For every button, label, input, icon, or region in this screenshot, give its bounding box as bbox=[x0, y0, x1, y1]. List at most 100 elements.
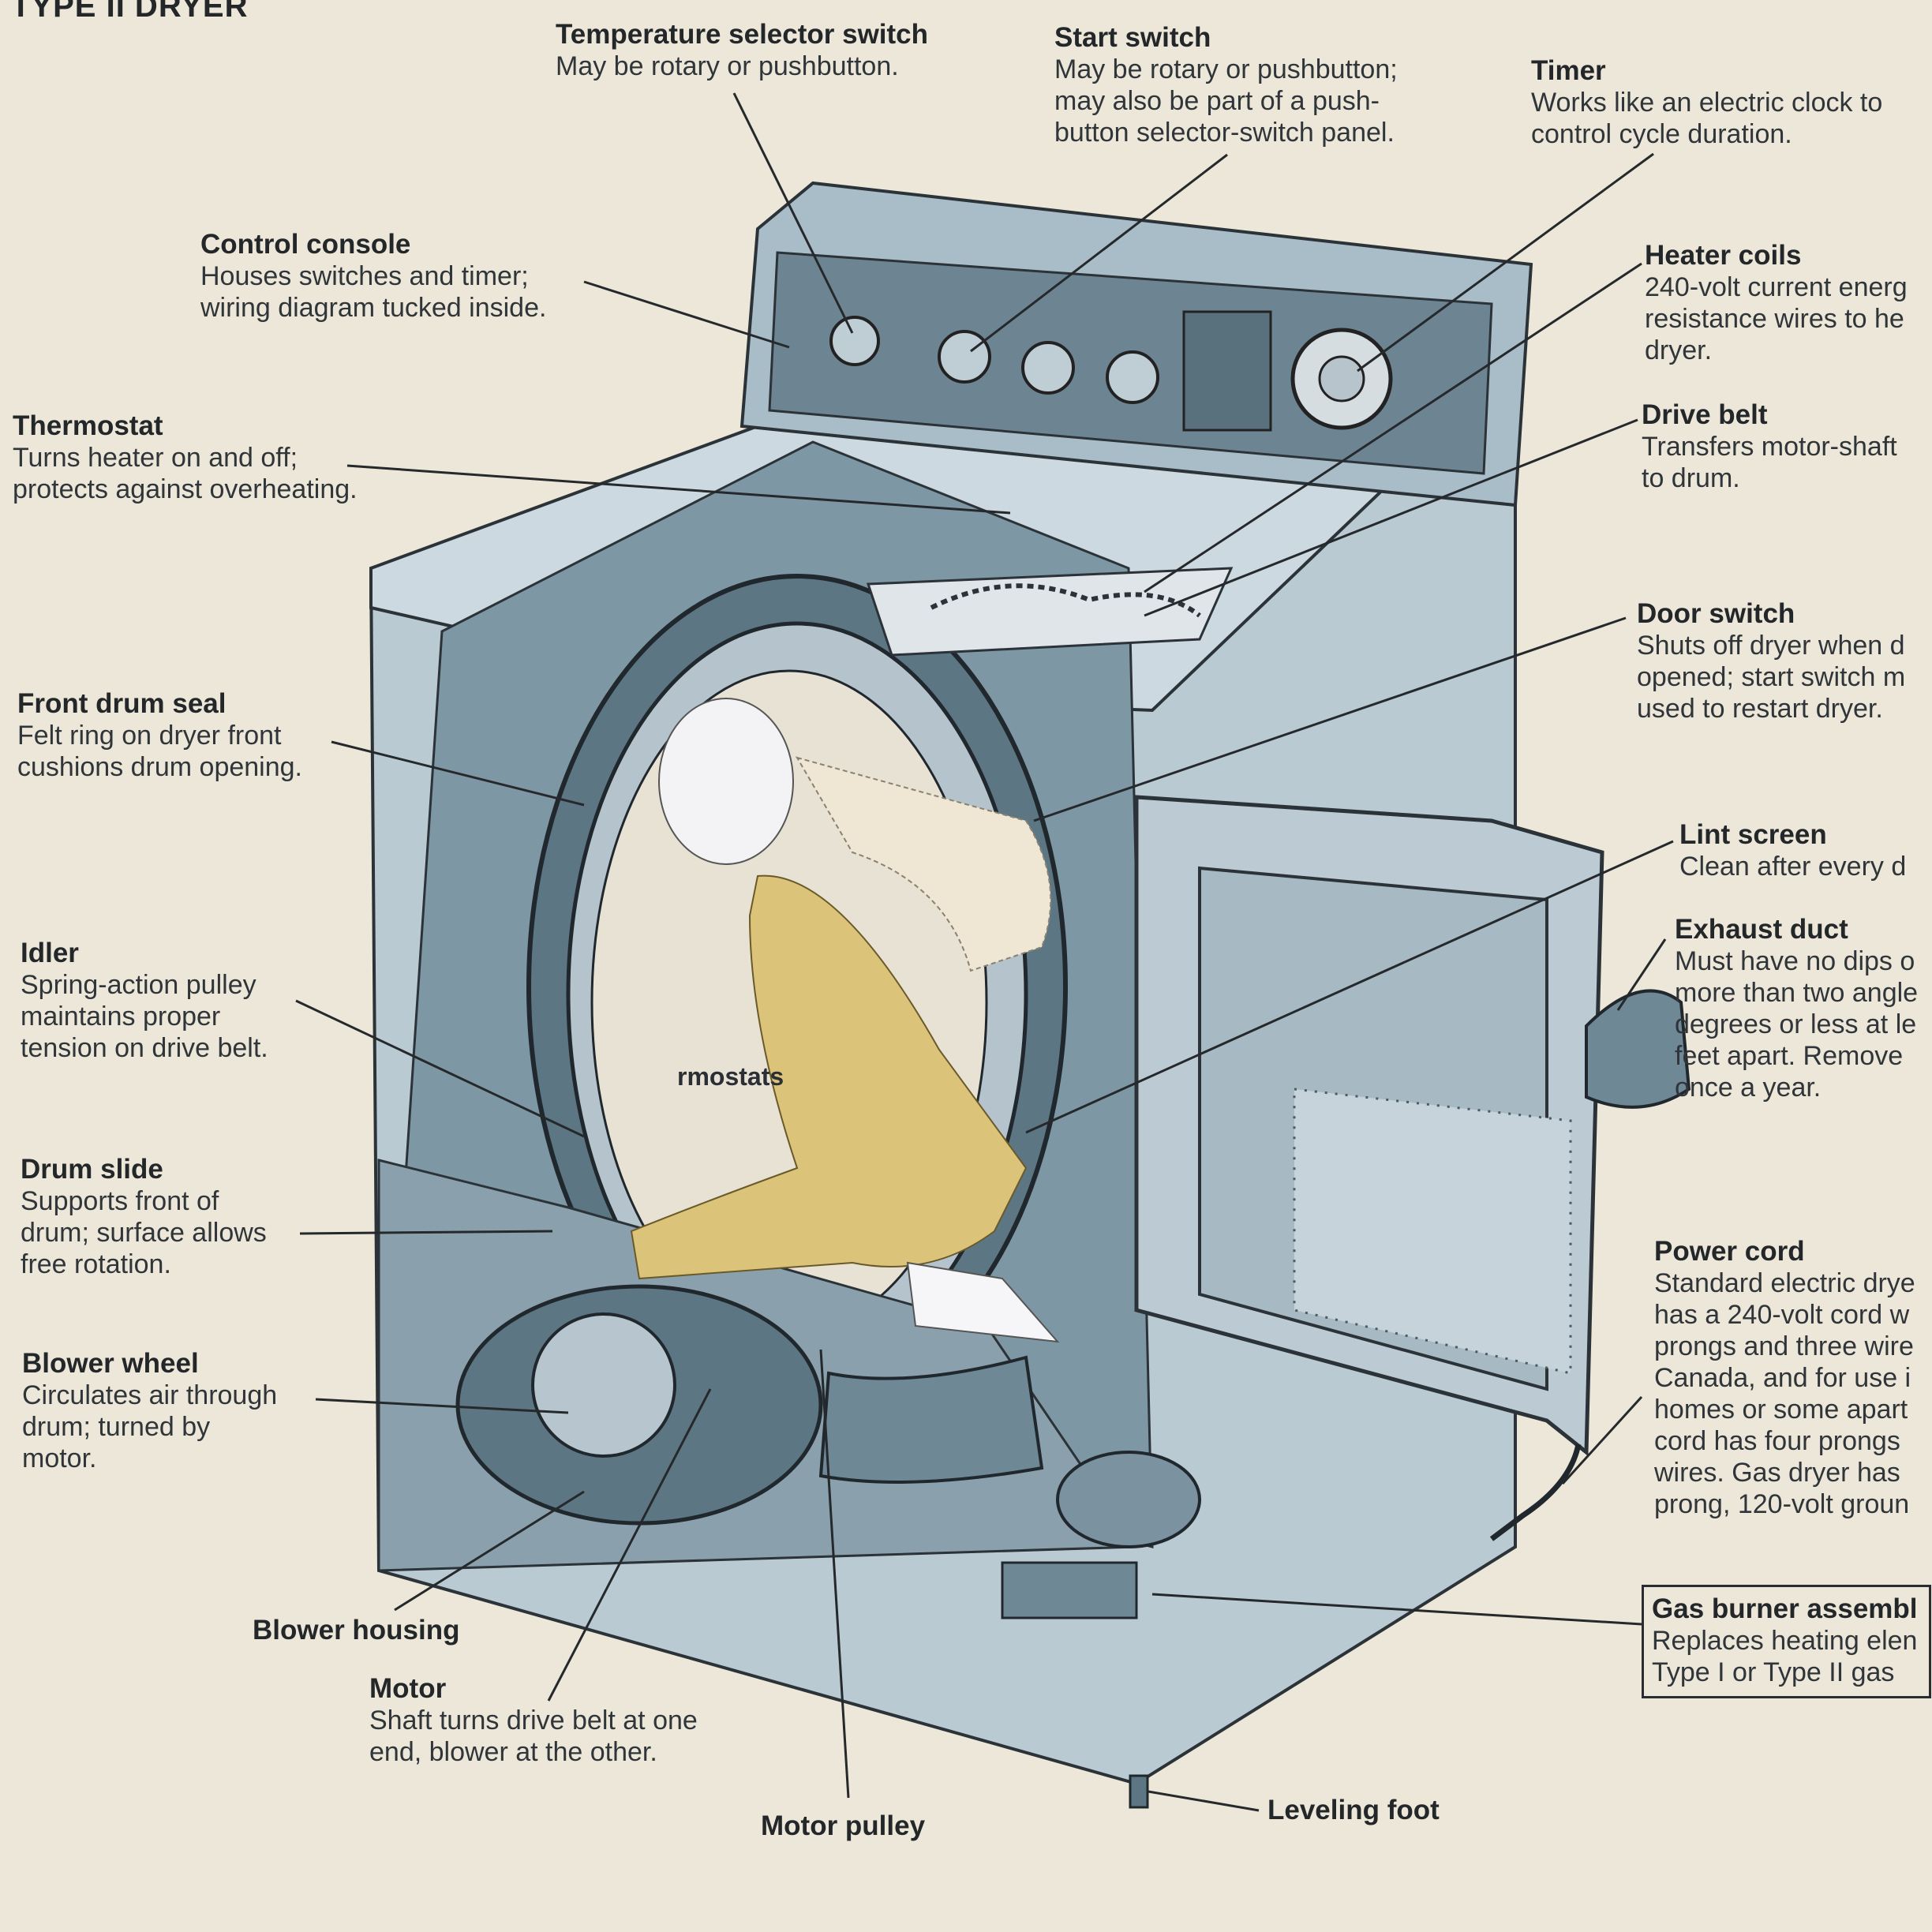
label-desc: protects against overheating. bbox=[13, 474, 358, 504]
label-desc: end, blower at the other. bbox=[369, 1737, 657, 1767]
gas-burner-shape bbox=[1056, 1451, 1201, 1548]
label-title: Temperature selector switch bbox=[556, 19, 929, 50]
label-title: Gas burner assembl bbox=[1652, 1593, 1918, 1624]
label-power-cord: Power cord Standard electric drye has a … bbox=[1654, 1236, 1915, 1520]
figure-suit bbox=[630, 874, 1028, 1280]
label-desc: Shuts off dryer when d bbox=[1637, 631, 1905, 661]
label-desc: control cycle duration. bbox=[1531, 119, 1792, 149]
label-title: Blower wheel bbox=[22, 1348, 199, 1379]
motor-body bbox=[818, 1355, 1044, 1484]
label-desc: dryer. bbox=[1645, 335, 1713, 365]
start-pushbutton-panel bbox=[1182, 310, 1272, 432]
label-motor-pulley: Motor pulley bbox=[761, 1810, 925, 1842]
timer-dial-center bbox=[1318, 355, 1365, 402]
power-cord-shape bbox=[1489, 1443, 1582, 1541]
gas-valve bbox=[1001, 1561, 1138, 1619]
console-knob-3 bbox=[1021, 341, 1075, 395]
label-title: Idler bbox=[21, 938, 79, 968]
label-heater-coils: Heater coils 240-volt current energ resi… bbox=[1645, 240, 1908, 366]
label-title: Motor pulley bbox=[761, 1810, 926, 1841]
figure-head bbox=[658, 698, 794, 865]
label-desc: Turns heater on and off; bbox=[13, 443, 298, 473]
label-desc: Supports front of bbox=[21, 1186, 219, 1216]
label-desc: Transfers motor-shaft bbox=[1642, 432, 1897, 462]
label-idler: Idler Spring-action pulley maintains pro… bbox=[21, 938, 268, 1064]
temperature-knob bbox=[829, 316, 880, 366]
label-desc: May be rotary or pushbutton. bbox=[556, 51, 899, 81]
label-desc: maintains proper bbox=[21, 1002, 221, 1032]
thermostats-overlay-text: rmostats bbox=[677, 1062, 784, 1091]
label-gas-burner-assembly: Gas burner assembl Replaces heating elen… bbox=[1642, 1585, 1931, 1698]
label-drum-slide: Drum slide Supports front of drum; surfa… bbox=[21, 1154, 267, 1280]
label-desc: has a 240-volt cord w bbox=[1654, 1300, 1910, 1330]
label-control-console: Control console Houses switches and time… bbox=[200, 229, 546, 324]
label-door-switch: Door switch Shuts off dryer when d opene… bbox=[1637, 598, 1905, 724]
console-knob-4 bbox=[1106, 350, 1159, 404]
label-thermostat: Thermostat Turns heater on and off; prot… bbox=[13, 410, 358, 505]
label-desc: Must have no dips o bbox=[1675, 946, 1915, 976]
label-desc: degrees or less at le bbox=[1675, 1009, 1917, 1039]
start-knob bbox=[938, 330, 991, 384]
label-desc: Type I or Type II gas bbox=[1652, 1657, 1895, 1687]
blower-wheel-shape bbox=[531, 1312, 676, 1458]
label-desc: tension on drive belt. bbox=[21, 1033, 268, 1063]
label-title: Drive belt bbox=[1642, 399, 1768, 430]
label-start-switch: Start switch May be rotary or pushbutton… bbox=[1054, 22, 1398, 148]
lint-screen-grid bbox=[1293, 1088, 1572, 1375]
leader-lines bbox=[295, 92, 1674, 1812]
label-desc: May be rotary or pushbutton; bbox=[1054, 54, 1398, 84]
heater-housing bbox=[866, 567, 1234, 657]
label-motor: Motor Shaft turns drive belt at one end,… bbox=[369, 1673, 698, 1768]
label-title: Timer bbox=[1531, 55, 1606, 86]
label-blower-housing: Blower housing bbox=[253, 1615, 460, 1646]
label-desc: drum; surface allows bbox=[21, 1218, 267, 1248]
label-temperature-selector-switch: Temperature selector switch May be rotar… bbox=[556, 19, 928, 82]
label-desc: Standard electric drye bbox=[1654, 1268, 1915, 1298]
label-title: Thermostat bbox=[13, 410, 163, 441]
label-leveling-foot: Leveling foot bbox=[1267, 1795, 1440, 1826]
label-desc: Circulates air through bbox=[22, 1380, 278, 1410]
label-desc: wiring diagram tucked inside. bbox=[200, 293, 547, 323]
label-title: Front drum seal bbox=[17, 688, 227, 719]
label-desc: Canada, and for use i bbox=[1654, 1363, 1911, 1393]
label-title: Blower housing bbox=[253, 1615, 460, 1646]
label-desc: Houses switches and timer; bbox=[200, 261, 529, 291]
label-desc: free rotation. bbox=[21, 1249, 171, 1279]
label-desc: wires. Gas dryer has bbox=[1654, 1458, 1900, 1488]
label-desc: Shaft turns drive belt at one bbox=[369, 1705, 698, 1735]
label-desc: button selector-switch panel. bbox=[1054, 118, 1395, 148]
label-desc: motor. bbox=[22, 1443, 97, 1473]
figure-shoe bbox=[906, 1261, 1060, 1343]
page-heading: TYPE II DRYER bbox=[11, 0, 249, 24]
label-timer: Timer Works like an electric clock to co… bbox=[1531, 55, 1882, 150]
label-front-drum-seal: Front drum seal Felt ring on dryer front… bbox=[17, 688, 302, 783]
label-lint-screen: Lint screen Clean after every d bbox=[1679, 819, 1906, 882]
label-desc: homes or some apart bbox=[1654, 1395, 1908, 1425]
label-desc: used to restart dryer. bbox=[1637, 694, 1883, 724]
label-drive-belt: Drive belt Transfers motor-shaft to drum… bbox=[1642, 399, 1897, 494]
label-desc: may also be part of a push- bbox=[1054, 86, 1380, 116]
label-desc: opened; start switch m bbox=[1637, 662, 1906, 692]
heater-coil bbox=[930, 583, 1201, 618]
label-desc: 240-volt current energ bbox=[1645, 272, 1908, 302]
label-desc: cushions drum opening. bbox=[17, 752, 303, 782]
label-desc: drum; turned by bbox=[22, 1412, 211, 1442]
label-desc: Replaces heating elen bbox=[1652, 1626, 1918, 1656]
label-desc: Works like an electric clock to bbox=[1531, 88, 1883, 118]
label-desc: cord has four prongs bbox=[1654, 1426, 1900, 1456]
figure-felt bbox=[795, 756, 1052, 972]
label-title: Start switch bbox=[1054, 22, 1211, 53]
exhaust-duct bbox=[1585, 989, 1691, 1109]
label-title: Lint screen bbox=[1679, 819, 1827, 850]
label-desc: resistance wires to he bbox=[1645, 304, 1904, 334]
label-desc: Spring-action pulley bbox=[21, 970, 256, 1000]
label-desc: prongs and three wire bbox=[1654, 1331, 1914, 1361]
label-title: Motor bbox=[369, 1673, 447, 1704]
label-title: Drum slide bbox=[21, 1154, 163, 1185]
label-desc: to drum. bbox=[1642, 463, 1740, 493]
label-desc: more than two angle bbox=[1675, 978, 1919, 1008]
label-title: Control console bbox=[200, 229, 411, 260]
label-desc: Felt ring on dryer front bbox=[17, 721, 282, 751]
